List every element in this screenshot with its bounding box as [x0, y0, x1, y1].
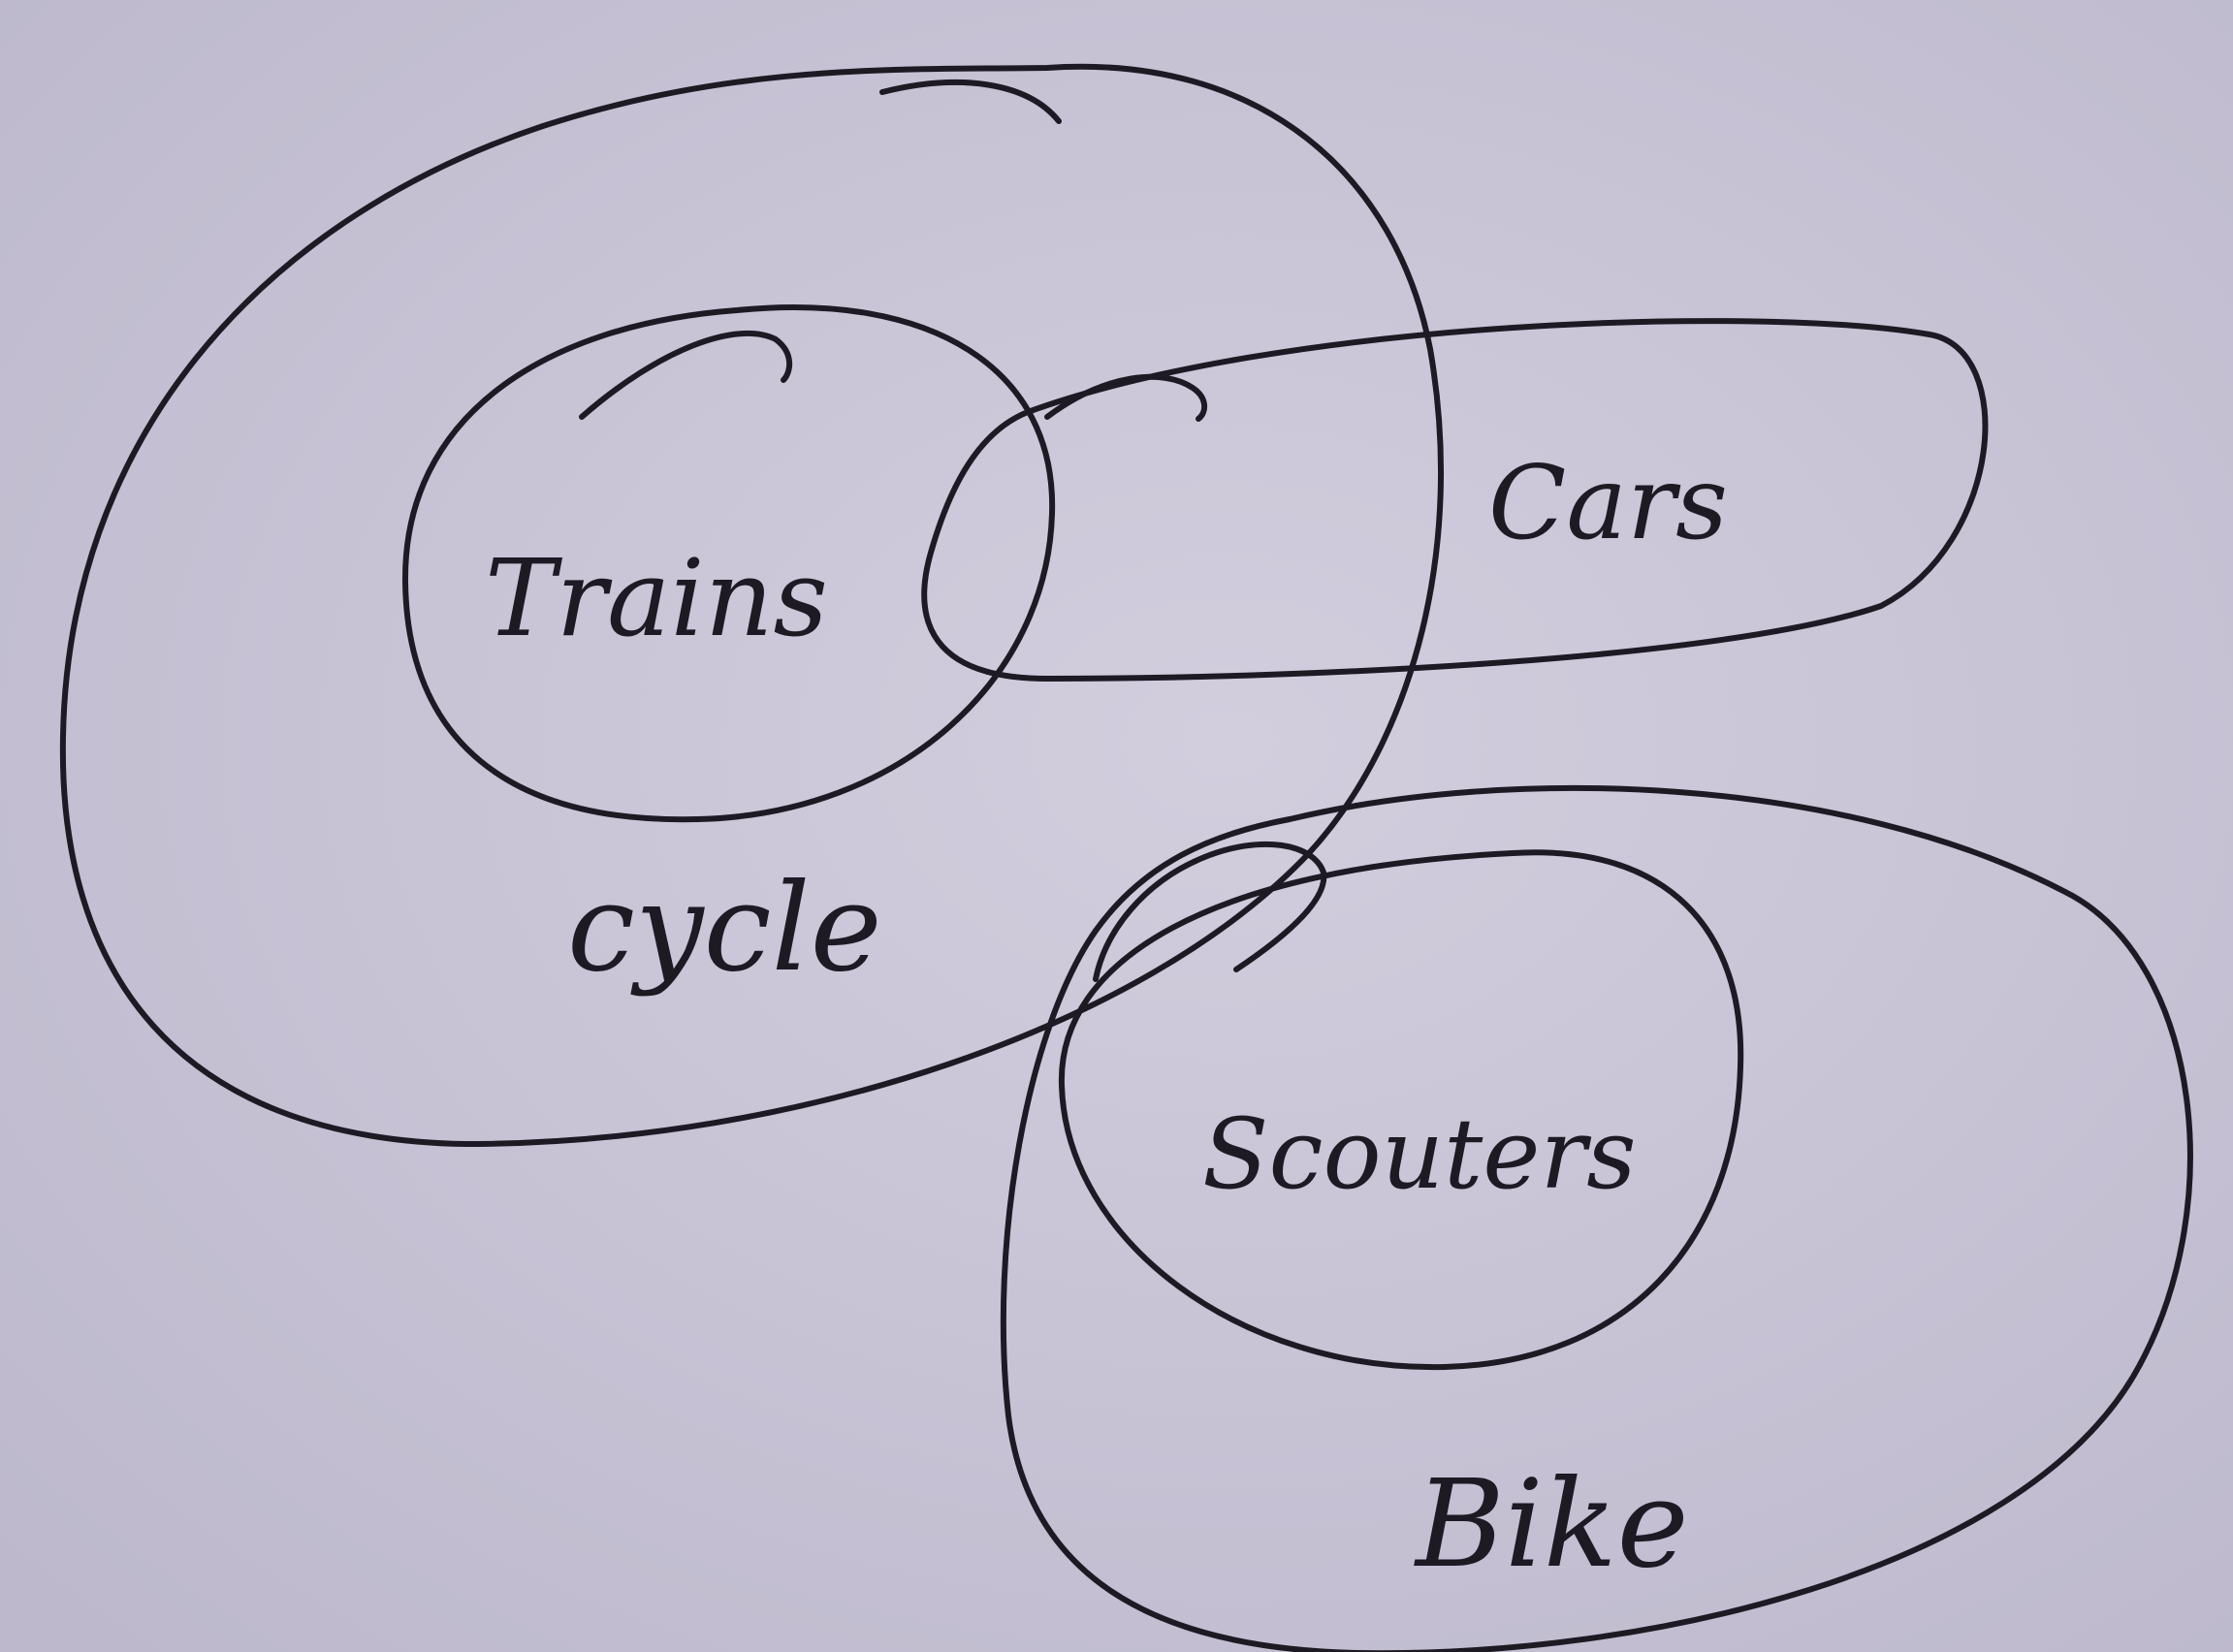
cycle-set-stroke-tail	[879, 79, 1062, 124]
trains-set-outline	[401, 304, 1056, 823]
cycle-set-outline	[59, 63, 1445, 1147]
bike-set-outline	[1000, 784, 2193, 1652]
bike-set-stroke-tail	[1093, 841, 1327, 982]
label-cycle: cycle	[567, 858, 882, 999]
label-scooters: Scouters	[1202, 1097, 1637, 1211]
trains-set-stroke-tail	[579, 330, 793, 420]
label-cars: Cars	[1488, 444, 1728, 562]
label-bike: Bike	[1414, 1454, 1689, 1595]
cars-set-outline	[921, 318, 1989, 682]
label-trains: Trains	[485, 536, 828, 660]
cars-set-stroke-tail	[1044, 373, 1208, 422]
scooters-set-outline	[1058, 849, 1744, 1371]
